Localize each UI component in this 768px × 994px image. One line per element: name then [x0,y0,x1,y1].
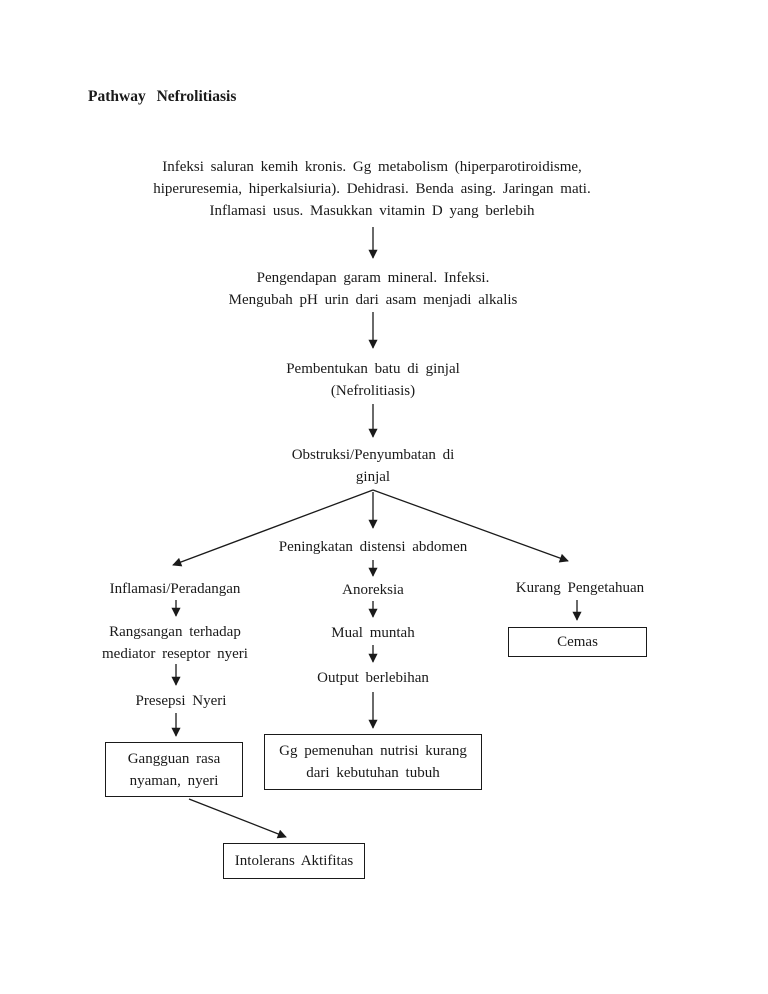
node-stone-formation-line2: (Nefrolitiasis) [330,383,416,399]
node-lack-of-knowledge: Kurang Pengetahuan [515,580,645,596]
node-etiology: Infeksi saluran kemih kronis. Gg metabol… [132,156,612,222]
box-comfort-disorder-line1: Gangguan rasa [127,750,221,767]
node-precipitation: Pengendapan garam mineral. Infeksi. Meng… [173,267,573,311]
node-abdominal-distension: Peningkatan distensi abdomen [278,539,468,555]
node-excess-output: Output berlebihan [317,670,429,686]
node-inflammation: Inflamasi/Peradangan [109,581,241,597]
node-etiology-line1: Infeksi saluran kemih kronis. Gg metabol… [162,159,582,175]
node-obstruction: Obstruksi/Penyumbatan di ginjal [248,444,498,488]
node-pain-stimulus: Rangsangan terhadap mediator reseptor ny… [65,621,285,665]
node-obstruction-line1: Obstruksi/Penyumbatan di [291,447,455,463]
box-activity-intolerance-label: Intolerans Aktifitas [234,853,354,869]
node-anorexia: Anoreksia [342,582,404,598]
box-nutrition-deficit-line1: Gg pemenuhan nutrisi kurang [279,743,467,759]
box-nutrition-deficit: Gg pemenuhan nutrisi kurang dari kebutuh… [264,734,482,790]
node-precipitation-line2: Mengubah pH urin dari asam menjadi alkal… [228,292,518,308]
node-pain-stimulus-line1: Rangsangan terhadap [109,624,241,640]
node-nausea-vomiting: Mual muntah [331,625,415,641]
node-stone-formation: Pembentukan batu di ginjal (Nefrolitiasi… [223,358,523,402]
node-stone-formation-line1: Pembentukan batu di ginjal [286,361,460,377]
node-obstruction-line2: ginjal [355,469,391,485]
node-pain-perception: Presepsi Nyeri [135,693,227,709]
node-etiology-line2: hiperuresemia, hiperkalsiuria). Dehidras… [153,181,591,197]
box-nutrition-deficit-line2: dari kebutuhan tubuh [306,765,440,781]
box-anxiety-label: Cemas [557,634,598,650]
box-anxiety: Cemas [508,627,647,657]
node-precipitation-line1: Pengendapan garam mineral. Infeksi. [256,270,490,286]
node-pain-stimulus-line2: mediator reseptor nyeri [102,646,248,662]
box-activity-intolerance: Intolerans Aktifitas [223,843,365,879]
page-title: Pathway Nefrolitiasis [88,88,237,105]
node-etiology-line3: Inflamasi usus. Masukkan vitamin D yang … [209,203,535,219]
box-comfort-disorder-line2: nyaman, nyeri [129,772,219,789]
box-comfort-disorder: Gangguan rasa nyaman, nyeri [105,742,243,797]
arrow-comfort-to-intolerance [188,798,287,839]
